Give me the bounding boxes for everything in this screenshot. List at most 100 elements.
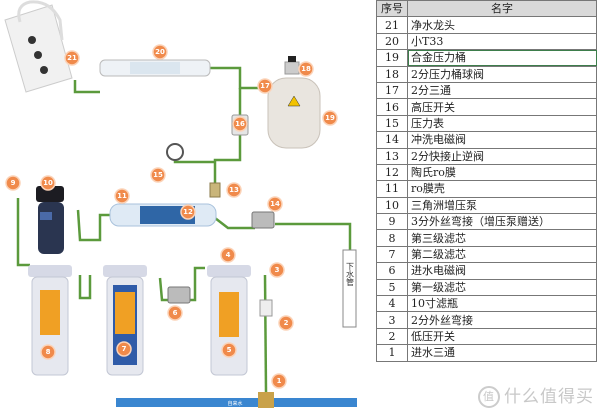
part-number: 7 [376, 245, 408, 264]
part-number: 18 [376, 65, 408, 83]
badge-label: 1 [277, 377, 282, 385]
filter-housing-stage-2 [103, 265, 147, 376]
part-number: 16 [376, 98, 408, 116]
part-number: 14 [376, 131, 408, 149]
inlet-solenoid-valve [167, 286, 191, 304]
watermark-text: 什么值得买 [504, 387, 594, 407]
badge-19: 19 [322, 110, 338, 126]
badge-label: 4 [226, 251, 231, 259]
part-name: 冲洗电磁阀 [407, 131, 597, 149]
part-name: 高压开关 [407, 98, 597, 116]
badge-label: 18 [301, 65, 311, 73]
part-number: 15 [376, 114, 408, 133]
booster-pump [36, 186, 64, 254]
header-name: 名字 [407, 0, 597, 18]
part-number: 19 [376, 49, 408, 67]
part-name: 第三级滤芯 [407, 229, 597, 247]
badge-label: 3 [275, 266, 280, 274]
badge-18: 18 [298, 61, 314, 77]
ro-housing [109, 203, 217, 227]
part-number: 12 [376, 163, 408, 182]
badge-15: 15 [150, 167, 166, 183]
header-number: 序号 [376, 0, 408, 18]
badge-6: 6 [167, 305, 183, 321]
part-number: 21 [376, 16, 408, 34]
badge-14: 14 [267, 196, 283, 212]
part-number: 1 [376, 344, 408, 362]
inlet-tee [258, 392, 274, 408]
badge-label: 6 [173, 309, 178, 317]
part-name: 合金压力桶 [407, 49, 597, 67]
part-name: 小T33 [407, 32, 597, 51]
check-valve [209, 182, 221, 198]
part-name: 10寸滤瓶 [407, 295, 597, 313]
watermark: 值什么值得买 [478, 382, 594, 408]
flush-valve [251, 211, 275, 229]
pressure-tank [267, 77, 321, 149]
badge-21: 21 [64, 50, 80, 66]
part-number: 17 [376, 81, 408, 100]
badge-20: 20 [152, 44, 168, 60]
badge-10: 10 [40, 175, 56, 191]
part-name: 2分三通 [407, 81, 597, 100]
faucet-panel [4, 0, 73, 93]
badge-label: 16 [235, 120, 245, 128]
badge-label: 20 [155, 48, 165, 56]
part-number: 2 [376, 327, 408, 346]
badge-8: 8 [40, 344, 56, 360]
badge-2: 2 [278, 315, 294, 331]
badge-3: 3 [269, 262, 285, 278]
tap-water-label: 自来水 [227, 400, 242, 407]
drain-label: 下水管 [345, 262, 355, 286]
part-name: 2分外丝弯接 [407, 311, 597, 329]
drain-pipe [342, 249, 357, 328]
badge-4: 4 [220, 247, 236, 263]
badge-label: 9 [11, 179, 16, 187]
part-name: 压力表 [407, 114, 597, 133]
badge-12: 12 [180, 204, 196, 220]
badge-label: 5 [227, 346, 232, 354]
badge-13: 13 [226, 182, 242, 198]
part-number: 5 [376, 278, 408, 297]
badge-label: 2 [284, 319, 289, 327]
part-name: 3分外丝弯接（增压泵赠送） [407, 213, 597, 231]
badge-label: 11 [117, 192, 127, 200]
filter-housing-stage-1 [207, 265, 251, 376]
badge-label: 7 [122, 345, 127, 353]
part-name: 2分压力桶球阀 [407, 65, 597, 83]
ball-valve [284, 61, 300, 75]
part-number: 6 [376, 262, 408, 280]
badge-label: 21 [67, 54, 77, 62]
low-pressure-switch [259, 299, 273, 317]
part-name: 三角洲增压泵 [407, 196, 597, 215]
tap-water-bar [116, 398, 357, 407]
badge-7: 7 [116, 341, 132, 357]
part-name: 第二级滤芯 [407, 245, 597, 264]
part-number: 11 [376, 180, 408, 198]
part-number: 8 [376, 229, 408, 247]
pressure-gauge [166, 143, 184, 161]
badge-5: 5 [221, 342, 237, 358]
badge-1: 1 [271, 373, 287, 389]
